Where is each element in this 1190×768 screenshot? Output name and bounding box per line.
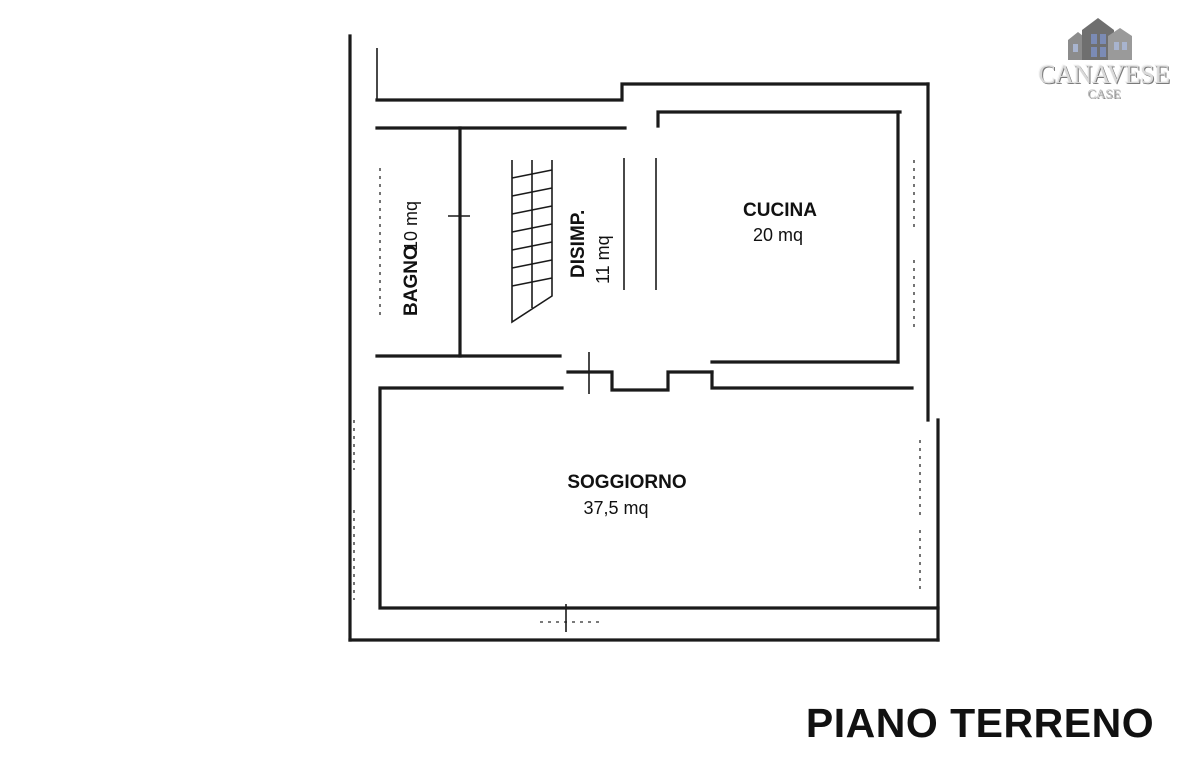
soggiorno-top-right-wall: [710, 370, 914, 390]
soggiorno-inner-walls: [378, 388, 940, 610]
room-name-disimp: DISIMP.: [568, 210, 589, 278]
room-area-bagno: 10 mq: [401, 201, 421, 251]
room-area-disimp: 11 mq: [593, 235, 613, 284]
stair-outline: [511, 160, 553, 324]
room-name-bagno: BAGNO: [401, 245, 422, 316]
cucina-top-wall: [656, 110, 902, 128]
middle-wall-door: [566, 370, 714, 392]
room-labels: BAGNO 10 mq DISIMP. 11 mq CUCINA 20 mq S…: [401, 200, 817, 518]
logo-subtitle: CASE: [1087, 86, 1121, 101]
window-openings: [353, 160, 921, 632]
exterior-walls: [348, 34, 940, 642]
houses-icon: [1068, 18, 1132, 60]
interior-walls: [375, 110, 940, 610]
room-name-soggiorno: SOGGIORNO: [567, 472, 686, 493]
bagno-walls: [375, 126, 462, 358]
staircase: [511, 160, 553, 324]
logo-wordmark: CANAVESE: [1038, 60, 1170, 89]
canavese-case-logo: CANAVESE CASE: [1028, 14, 1180, 101]
room-area-cucina: 20 mq: [753, 225, 803, 245]
top-outer-wall: [375, 82, 930, 102]
room-area-soggiorno: 37,5 mq: [583, 498, 648, 518]
room-name-cucina: CUCINA: [743, 200, 817, 221]
floor-title: PIANO TERRENO: [805, 700, 1155, 746]
